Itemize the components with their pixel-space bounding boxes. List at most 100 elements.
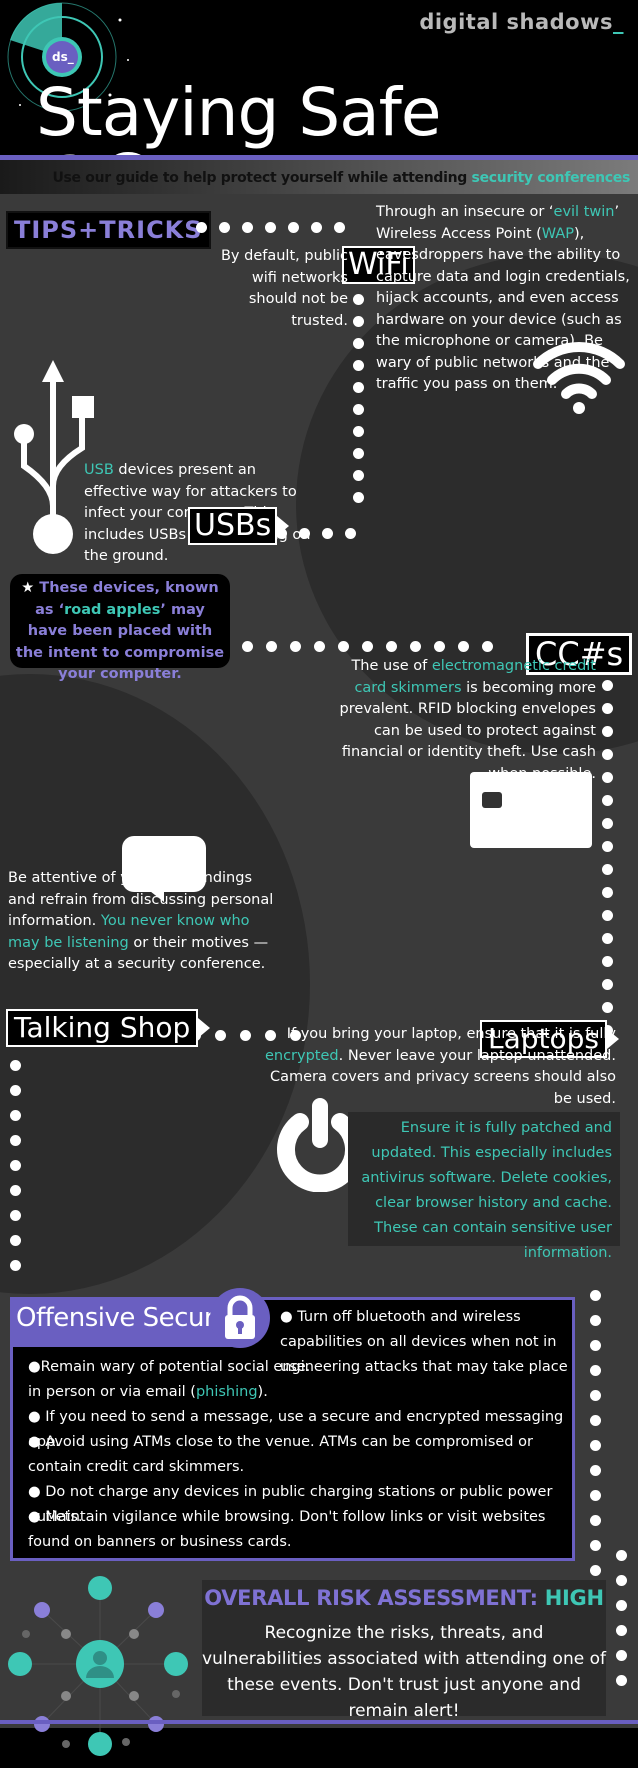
- wifi-text-evil-twin: evil twin: [553, 204, 615, 220]
- dot: [602, 680, 613, 691]
- dot: [10, 1060, 21, 1071]
- risk-assessment-box: [202, 1580, 606, 1716]
- bullet-icon: ●: [28, 1359, 41, 1375]
- dots-risk-vertical: [616, 1550, 627, 1710]
- bullet-4: ● Avoid using ATMs close to the venue. A…: [28, 1430, 568, 1480]
- bullet-icon: ●: [28, 1509, 46, 1525]
- laptops-tag: Laptops: [480, 1020, 620, 1058]
- laptops-text-1: If you bring your laptop, ensure that it…: [286, 1026, 616, 1042]
- talking-shop-tag: Talking Shop: [6, 1009, 211, 1047]
- cc-tag: CC#s: [526, 633, 633, 675]
- dot: [345, 528, 356, 539]
- dots-talking-vertical: [10, 1060, 21, 1300]
- dot: [590, 1440, 601, 1451]
- dot: [434, 641, 445, 652]
- bullet-6: ● Maintain vigilance while browsing. Don…: [28, 1505, 568, 1555]
- risk-title-pre: OVERALL RISK ASSESSMENT:: [204, 1586, 545, 1610]
- dot: [334, 222, 345, 233]
- dot: [602, 887, 613, 898]
- dot: [602, 1002, 613, 1013]
- dot: [353, 294, 364, 305]
- bullet-2: ●Remain wary of potential social enginee…: [28, 1355, 568, 1405]
- laptops-note-box: [348, 1112, 620, 1246]
- usb-icon: [14, 360, 94, 554]
- dot: [242, 641, 253, 652]
- dot: [386, 641, 397, 652]
- dots-cc: [242, 641, 512, 655]
- dot: [616, 1675, 627, 1686]
- dot: [602, 795, 613, 806]
- risk-level: HIGH: [544, 1586, 604, 1610]
- dot: [311, 222, 322, 233]
- dot: [290, 641, 301, 652]
- dot: [602, 979, 613, 990]
- dot: [353, 470, 364, 481]
- wifi-text-wap: WAP: [541, 225, 575, 242]
- risk-assessment-body: Recognize the risks, threats, and vulner…: [202, 1623, 606, 1721]
- dot: [602, 956, 613, 967]
- cc-text-2: is becoming more prevalent. RFID blockin…: [339, 679, 596, 782]
- wifi-left-note: By default, public wifi networks should …: [220, 248, 348, 329]
- logo-radar-icon: [7, 2, 129, 112]
- dot: [299, 528, 310, 539]
- speech-bubble-tail: [146, 888, 164, 902]
- dot: [10, 1210, 21, 1221]
- dot: [362, 641, 373, 652]
- brand-name: digital shadows_: [419, 10, 624, 34]
- dot: [10, 1085, 21, 1096]
- dot: [215, 1030, 226, 1041]
- dot: [196, 222, 207, 233]
- dot: [353, 426, 364, 437]
- laptops-text-encrypted: encrypted: [264, 1047, 339, 1064]
- dot: [10, 1185, 21, 1196]
- wifi-text-2: ’ Wireless Access Point (: [376, 204, 620, 242]
- cc-text: The use of electromagnetic credit card s…: [318, 656, 596, 785]
- dot: [616, 1575, 627, 1586]
- dot: [602, 703, 613, 714]
- brand-text: digital shadows: [419, 10, 613, 34]
- bullet-4-text: Avoid using ATMs close to the venue. ATM…: [28, 1434, 533, 1475]
- dot: [240, 1030, 251, 1041]
- subtitle-prefix: Use our guide to help protect yourself w…: [52, 170, 472, 186]
- subtitle: Use our guide to help protect yourself w…: [52, 170, 630, 186]
- usb-tag: USBs: [188, 507, 290, 545]
- dot: [602, 749, 613, 760]
- dot: [602, 818, 613, 829]
- bullet-1: ● Turn off bluetooth and wireless capabi…: [280, 1305, 570, 1380]
- padlock-icon: [210, 1288, 270, 1348]
- dot: [353, 360, 364, 371]
- dot: [353, 492, 364, 503]
- background-blob-left: [0, 674, 310, 1294]
- bullet-icon: ●: [28, 1409, 46, 1425]
- dot: [482, 641, 493, 652]
- dot: [616, 1650, 627, 1661]
- dot: [590, 1490, 601, 1501]
- dot: [10, 1135, 21, 1146]
- dot: [590, 1565, 601, 1576]
- usb-note-pre: These devices, known as ‘: [35, 580, 219, 618]
- risk-assessment-title: OVERALL RISK ASSESSMENT: HIGH: [202, 1586, 606, 1610]
- dot: [290, 1030, 301, 1041]
- header-divider: [0, 155, 638, 160]
- dot: [10, 1260, 21, 1271]
- dot: [322, 528, 333, 539]
- speech-bubble-icon: [122, 836, 206, 892]
- bullet-icon: ●: [28, 1434, 46, 1450]
- dot: [590, 1390, 601, 1401]
- bullet-1-text: Turn off bluetooth and wireless capabili…: [280, 1309, 557, 1375]
- header: ds_ digital shadows_ Staying Safe @Cons: [0, 0, 638, 160]
- cc-text-1: The use of: [351, 658, 432, 674]
- dot: [10, 1160, 21, 1171]
- dot: [590, 1540, 601, 1551]
- dot: [353, 404, 364, 415]
- dot: [602, 772, 613, 783]
- bullet-5: ● Do not charge any devices in public ch…: [28, 1480, 568, 1530]
- dot: [10, 1235, 21, 1246]
- dot: [314, 641, 325, 652]
- dot: [338, 641, 349, 652]
- dot: [353, 338, 364, 349]
- usb-note-box: [10, 574, 230, 668]
- dot: [590, 1515, 601, 1526]
- laptops-text: If you bring your laptop, ensure that it…: [262, 1024, 616, 1110]
- bullet-5-text: Do not charge any devices in public char…: [28, 1484, 553, 1525]
